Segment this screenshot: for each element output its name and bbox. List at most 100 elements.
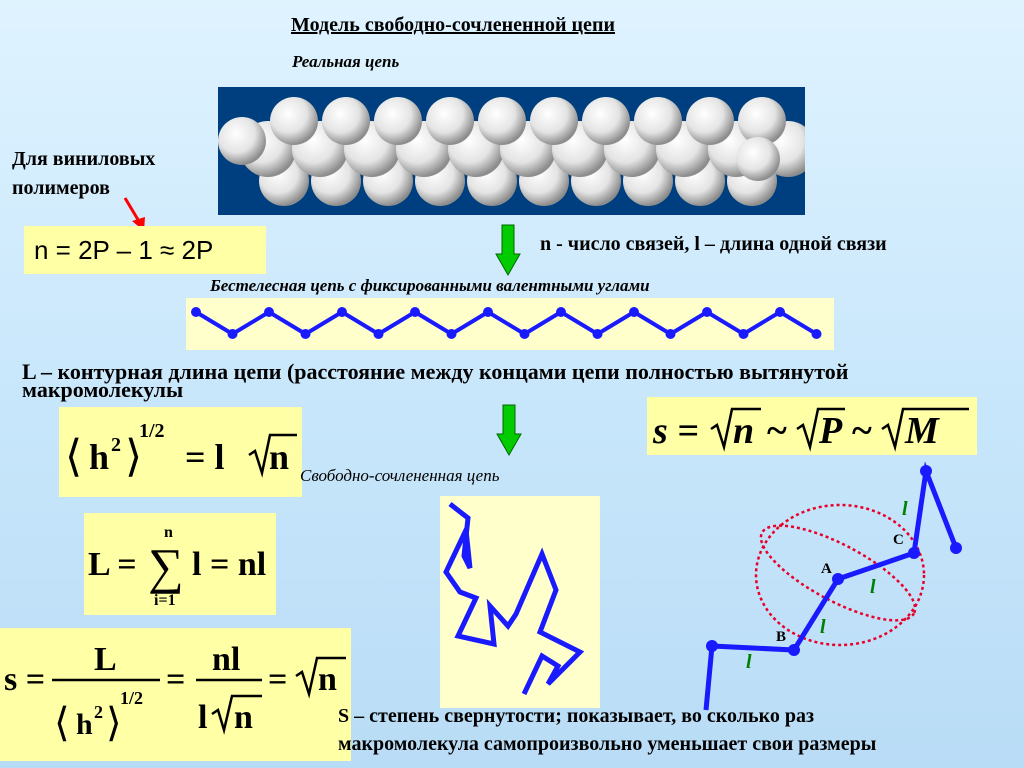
s1-lhs: s = xyxy=(652,410,699,452)
square-exponent: 2 xyxy=(111,434,121,456)
zigzag-atom xyxy=(446,329,457,339)
bond-rotation-diagram: B A C l l l l xyxy=(703,461,962,711)
L-rhs: l = nl xyxy=(192,546,266,583)
zigzag-atom xyxy=(665,329,676,339)
s2-equals: = xyxy=(166,661,185,698)
formula-contour-length: L = n ∑ i=1 l = nl xyxy=(84,513,276,615)
green-down-arrow-icon xyxy=(495,224,521,276)
sum-upper-limit: n xyxy=(164,524,173,541)
sqrt-sign-end xyxy=(295,656,346,699)
zigzag-atom xyxy=(592,329,603,339)
zigzag-atom xyxy=(483,307,493,317)
formula-n-2p: n = 2P – 1 ≈ 2P xyxy=(24,226,266,274)
s2-lhs: s = xyxy=(4,661,45,698)
angle-bracket-right: ⟩ xyxy=(125,432,142,481)
page-title: Модель свободно-сочлененной цепи xyxy=(291,14,615,36)
chain-joints xyxy=(706,465,962,656)
zigzag-atom xyxy=(191,307,201,317)
sqrt-sign xyxy=(248,433,297,478)
vinyl-polymers-label: Для виниловых полимеров xyxy=(12,148,156,199)
atom-sphere xyxy=(218,117,266,165)
bond-label-1: l xyxy=(746,651,752,673)
sphere-outline xyxy=(754,503,926,647)
real-chain-label: Реальная цепь xyxy=(292,52,400,71)
sqrt-sign-p xyxy=(796,407,845,452)
h-symbol: h xyxy=(89,437,109,477)
random-coil-drawing xyxy=(443,502,585,696)
freely-jointed-chain-label: Свободно-сочлененная цепь xyxy=(300,466,500,485)
h2-radicand: n xyxy=(269,437,289,477)
zigzag-atom xyxy=(811,329,822,339)
s2-end-n: n xyxy=(318,661,337,698)
atom-sphere xyxy=(736,137,780,181)
s2-denominator-l: l xyxy=(198,699,207,736)
atom-sphere xyxy=(686,97,734,145)
s1-P: P xyxy=(818,410,843,452)
zigzag-atom xyxy=(775,307,785,317)
chain-segments xyxy=(703,461,959,711)
atom-sphere xyxy=(530,97,578,145)
bond-label-2: l xyxy=(820,616,826,638)
atom-sphere xyxy=(270,97,318,145)
rotation-cone-ellipse xyxy=(759,524,917,622)
s2-exponent-half: 1/2 xyxy=(120,688,143,708)
angle-bracket-left-2: ⟨ xyxy=(54,700,70,745)
zigzag-atom xyxy=(373,329,384,339)
zigzag-atom xyxy=(556,307,566,317)
zigzag-chain-drawing xyxy=(191,307,822,339)
h-symbol-2: h xyxy=(76,708,93,741)
zigzag-atom xyxy=(629,307,639,317)
coil-degree-definition: S – степень свернутости; показывает, во … xyxy=(338,705,877,755)
atom-sphere xyxy=(478,97,526,145)
zigzag-atom xyxy=(702,307,712,317)
zigzag-atom xyxy=(264,307,274,317)
green-down-arrow-icon-2 xyxy=(496,404,522,456)
bond-label-4: l xyxy=(902,498,908,520)
s2-numerator-L: L xyxy=(94,641,117,678)
atom-sphere xyxy=(322,97,370,145)
formula-s-coil-degree: s = L ⟨ h 2 ⟩ 1/2 = nl l n = n xyxy=(0,628,351,761)
h2-rhs: = l xyxy=(185,437,225,477)
formula-mean-square-distance: ⟨ h 2 ⟩ 1/2 = l n xyxy=(59,407,302,497)
zigzag-atom xyxy=(300,329,311,339)
freely-jointed-chain xyxy=(440,496,600,708)
tilde-2: ~ xyxy=(852,410,872,452)
point-B-label: B xyxy=(776,629,786,645)
zigzag-atom xyxy=(738,329,749,339)
atom-sphere xyxy=(738,97,786,145)
sqrt-sign-m xyxy=(881,407,969,452)
s2-denominator-n: n xyxy=(234,699,253,736)
atom-sphere xyxy=(582,97,630,145)
s2-numerator-nl: nl xyxy=(212,641,240,678)
atom-sphere xyxy=(426,97,474,145)
tilde-1: ~ xyxy=(767,410,787,452)
n-l-definition: n - число связей, l – длина одной связи xyxy=(540,233,887,255)
bond-label-3: l xyxy=(870,576,876,598)
sqrt-sign-n xyxy=(710,407,761,452)
fixed-angle-chain xyxy=(186,298,834,350)
exponent-half: 1/2 xyxy=(139,420,165,442)
zigzag-atom xyxy=(227,329,238,339)
molecule-spheres xyxy=(218,97,816,206)
fixed-angle-chain-label: Бестелесная цепь с фиксированными валент… xyxy=(210,276,650,295)
angle-bracket-left: ⟨ xyxy=(65,432,82,481)
zigzag-atom xyxy=(337,307,347,317)
square-exponent-2: 2 xyxy=(94,702,103,722)
formula-s-proportional: s = n ~ P ~ M xyxy=(647,397,977,455)
real-chain-image xyxy=(218,87,816,215)
atom-sphere xyxy=(374,97,422,145)
angle-bracket-right-2: ⟩ xyxy=(106,700,122,745)
s1-M: M xyxy=(904,410,940,452)
L-lhs: L = xyxy=(88,546,137,583)
s2-end-equals: = xyxy=(268,661,287,698)
point-A-label: A xyxy=(821,561,832,577)
contour-length-definition: L – контурная длина цепи (расстояние меж… xyxy=(22,359,849,402)
sum-lower-limit: i=1 xyxy=(154,592,176,609)
atom-sphere xyxy=(634,97,682,145)
sqrt-sign-den xyxy=(211,694,262,735)
zigzag-atom xyxy=(519,329,530,339)
sum-sign: ∑ xyxy=(148,538,184,594)
zigzag-atom xyxy=(410,307,420,317)
point-C-label: C xyxy=(893,532,904,548)
zigzag-bonds xyxy=(194,309,818,337)
